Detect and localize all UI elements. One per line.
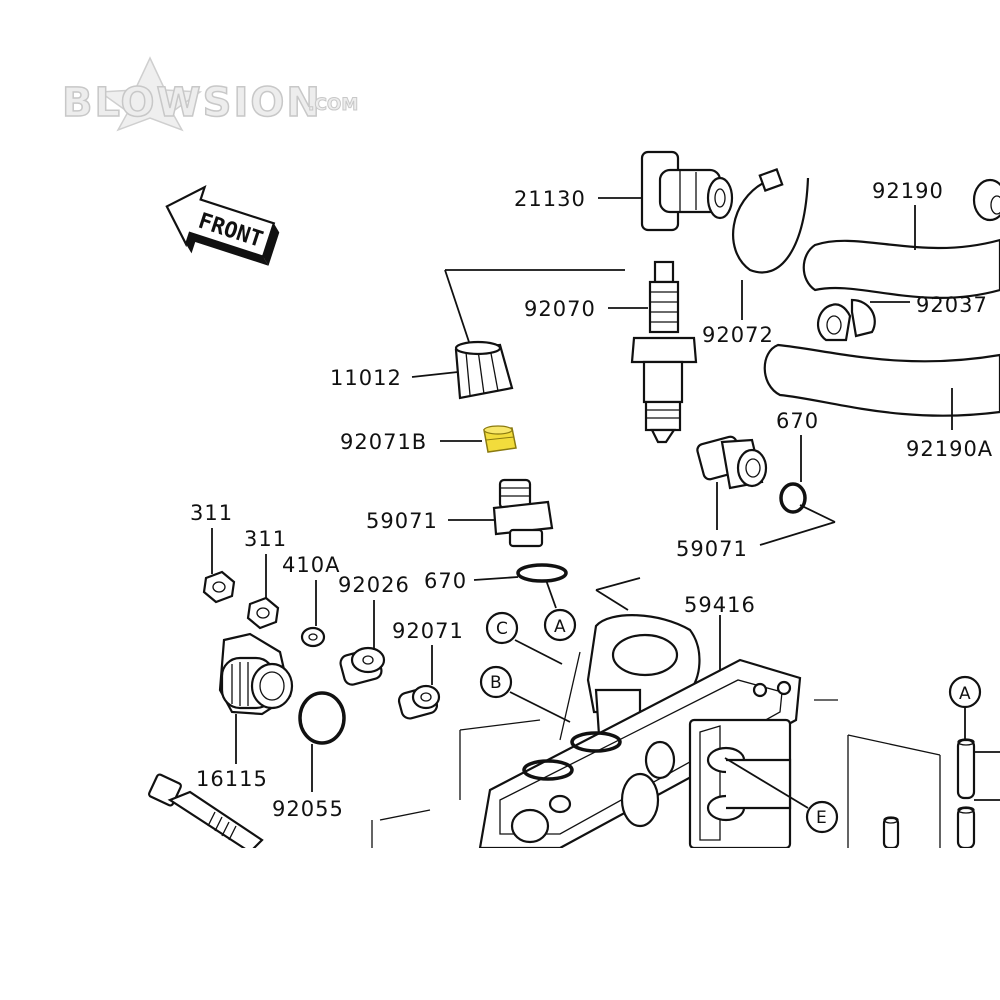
front-arrow: FRONT bbox=[165, 185, 280, 266]
label-92070: 92070 bbox=[524, 297, 596, 321]
label-59416: 59416 bbox=[684, 593, 756, 617]
callout-a-upper: A bbox=[543, 608, 577, 642]
tie-band-92072 bbox=[732, 167, 810, 274]
nut-311-a bbox=[202, 570, 236, 604]
bolt bbox=[148, 773, 264, 854]
label-92071: 92071 bbox=[392, 619, 464, 643]
callout-c: C bbox=[485, 611, 519, 645]
logo-star-icon bbox=[97, 56, 203, 132]
svg-text:B: B bbox=[490, 673, 502, 693]
label-11012: 11012 bbox=[330, 366, 402, 390]
label-92190: 92190 bbox=[872, 179, 944, 203]
label-670-top: 670 bbox=[776, 409, 819, 433]
o-ring-670-mid bbox=[516, 563, 568, 583]
svg-text:A: A bbox=[959, 684, 971, 704]
o-ring-92055 bbox=[298, 691, 346, 745]
spacer-92071 bbox=[397, 684, 441, 720]
nut-311-b bbox=[246, 596, 280, 630]
label-311-a: 311 bbox=[190, 501, 233, 525]
label-21130: 21130 bbox=[514, 187, 586, 211]
dowel-pins bbox=[882, 738, 976, 850]
cap-11012 bbox=[454, 340, 514, 400]
label-670-mid: 670 bbox=[424, 569, 467, 593]
label-92071b: 92071B bbox=[340, 430, 427, 454]
label-92190a: 92190A bbox=[906, 437, 993, 461]
callout-a-lower: A bbox=[948, 675, 982, 709]
callout-b: B bbox=[479, 665, 513, 699]
engine-block bbox=[478, 651, 802, 850]
clamp-92037 bbox=[816, 298, 876, 342]
spacer-92026 bbox=[339, 646, 386, 686]
callout-e: E bbox=[805, 800, 839, 834]
fitting-59071-right bbox=[696, 435, 768, 490]
svg-text:A: A bbox=[554, 617, 566, 637]
label-92037: 92037 bbox=[916, 293, 988, 317]
label-16115: 16115 bbox=[196, 767, 268, 791]
fitting-59071-left bbox=[492, 478, 554, 548]
label-410a: 410A bbox=[282, 553, 340, 577]
plug-16115 bbox=[218, 632, 294, 716]
o-ring-670-top bbox=[779, 482, 807, 514]
svg-text:E: E bbox=[816, 808, 827, 828]
label-92055: 92055 bbox=[272, 797, 344, 821]
svg-text:C: C bbox=[496, 619, 508, 639]
spark-plug-cap-21130 bbox=[640, 150, 734, 232]
label-59071-left: 59071 bbox=[366, 509, 438, 533]
fitting-92071b-highlighted bbox=[483, 425, 517, 453]
label-92026: 92026 bbox=[338, 573, 410, 597]
hose-92190a bbox=[763, 343, 1000, 417]
washer-410a bbox=[300, 626, 326, 648]
label-92072: 92072 bbox=[702, 323, 774, 347]
label-59071-right: 59071 bbox=[676, 537, 748, 561]
spark-plug-92070 bbox=[630, 260, 698, 444]
logo-text: BLOWSION bbox=[62, 80, 322, 126]
blowsion-logo: BLOWSION .COM bbox=[61, 56, 359, 132]
label-311-b: 311 bbox=[244, 527, 287, 551]
logo-suffix: .COM bbox=[308, 95, 358, 115]
hose-92190 bbox=[802, 178, 1000, 300]
